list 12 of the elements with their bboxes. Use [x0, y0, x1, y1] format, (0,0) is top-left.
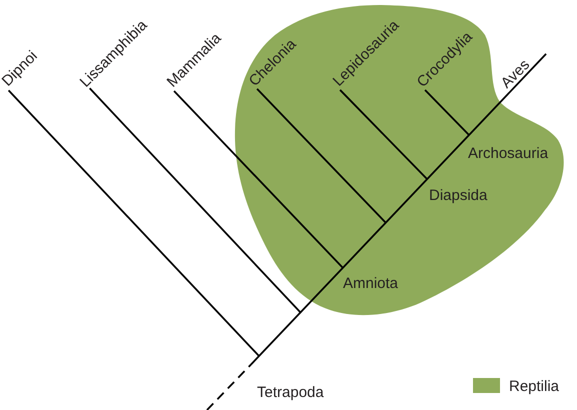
clade-label: Archosauria	[468, 146, 548, 161]
branch-line	[8, 90, 260, 357]
clade-label: Diapsida	[429, 188, 488, 203]
branch-line	[173, 90, 344, 269]
branch-line	[89, 88, 302, 314]
clade-label: Tetrapoda	[257, 385, 324, 400]
branch-line	[424, 89, 470, 136]
branch-line	[339, 89, 428, 180]
branch-line	[256, 88, 387, 224]
clade-label: Amniota	[343, 276, 398, 291]
branch-line	[250, 53, 547, 366]
legend-label: Reptilia	[509, 379, 560, 394]
